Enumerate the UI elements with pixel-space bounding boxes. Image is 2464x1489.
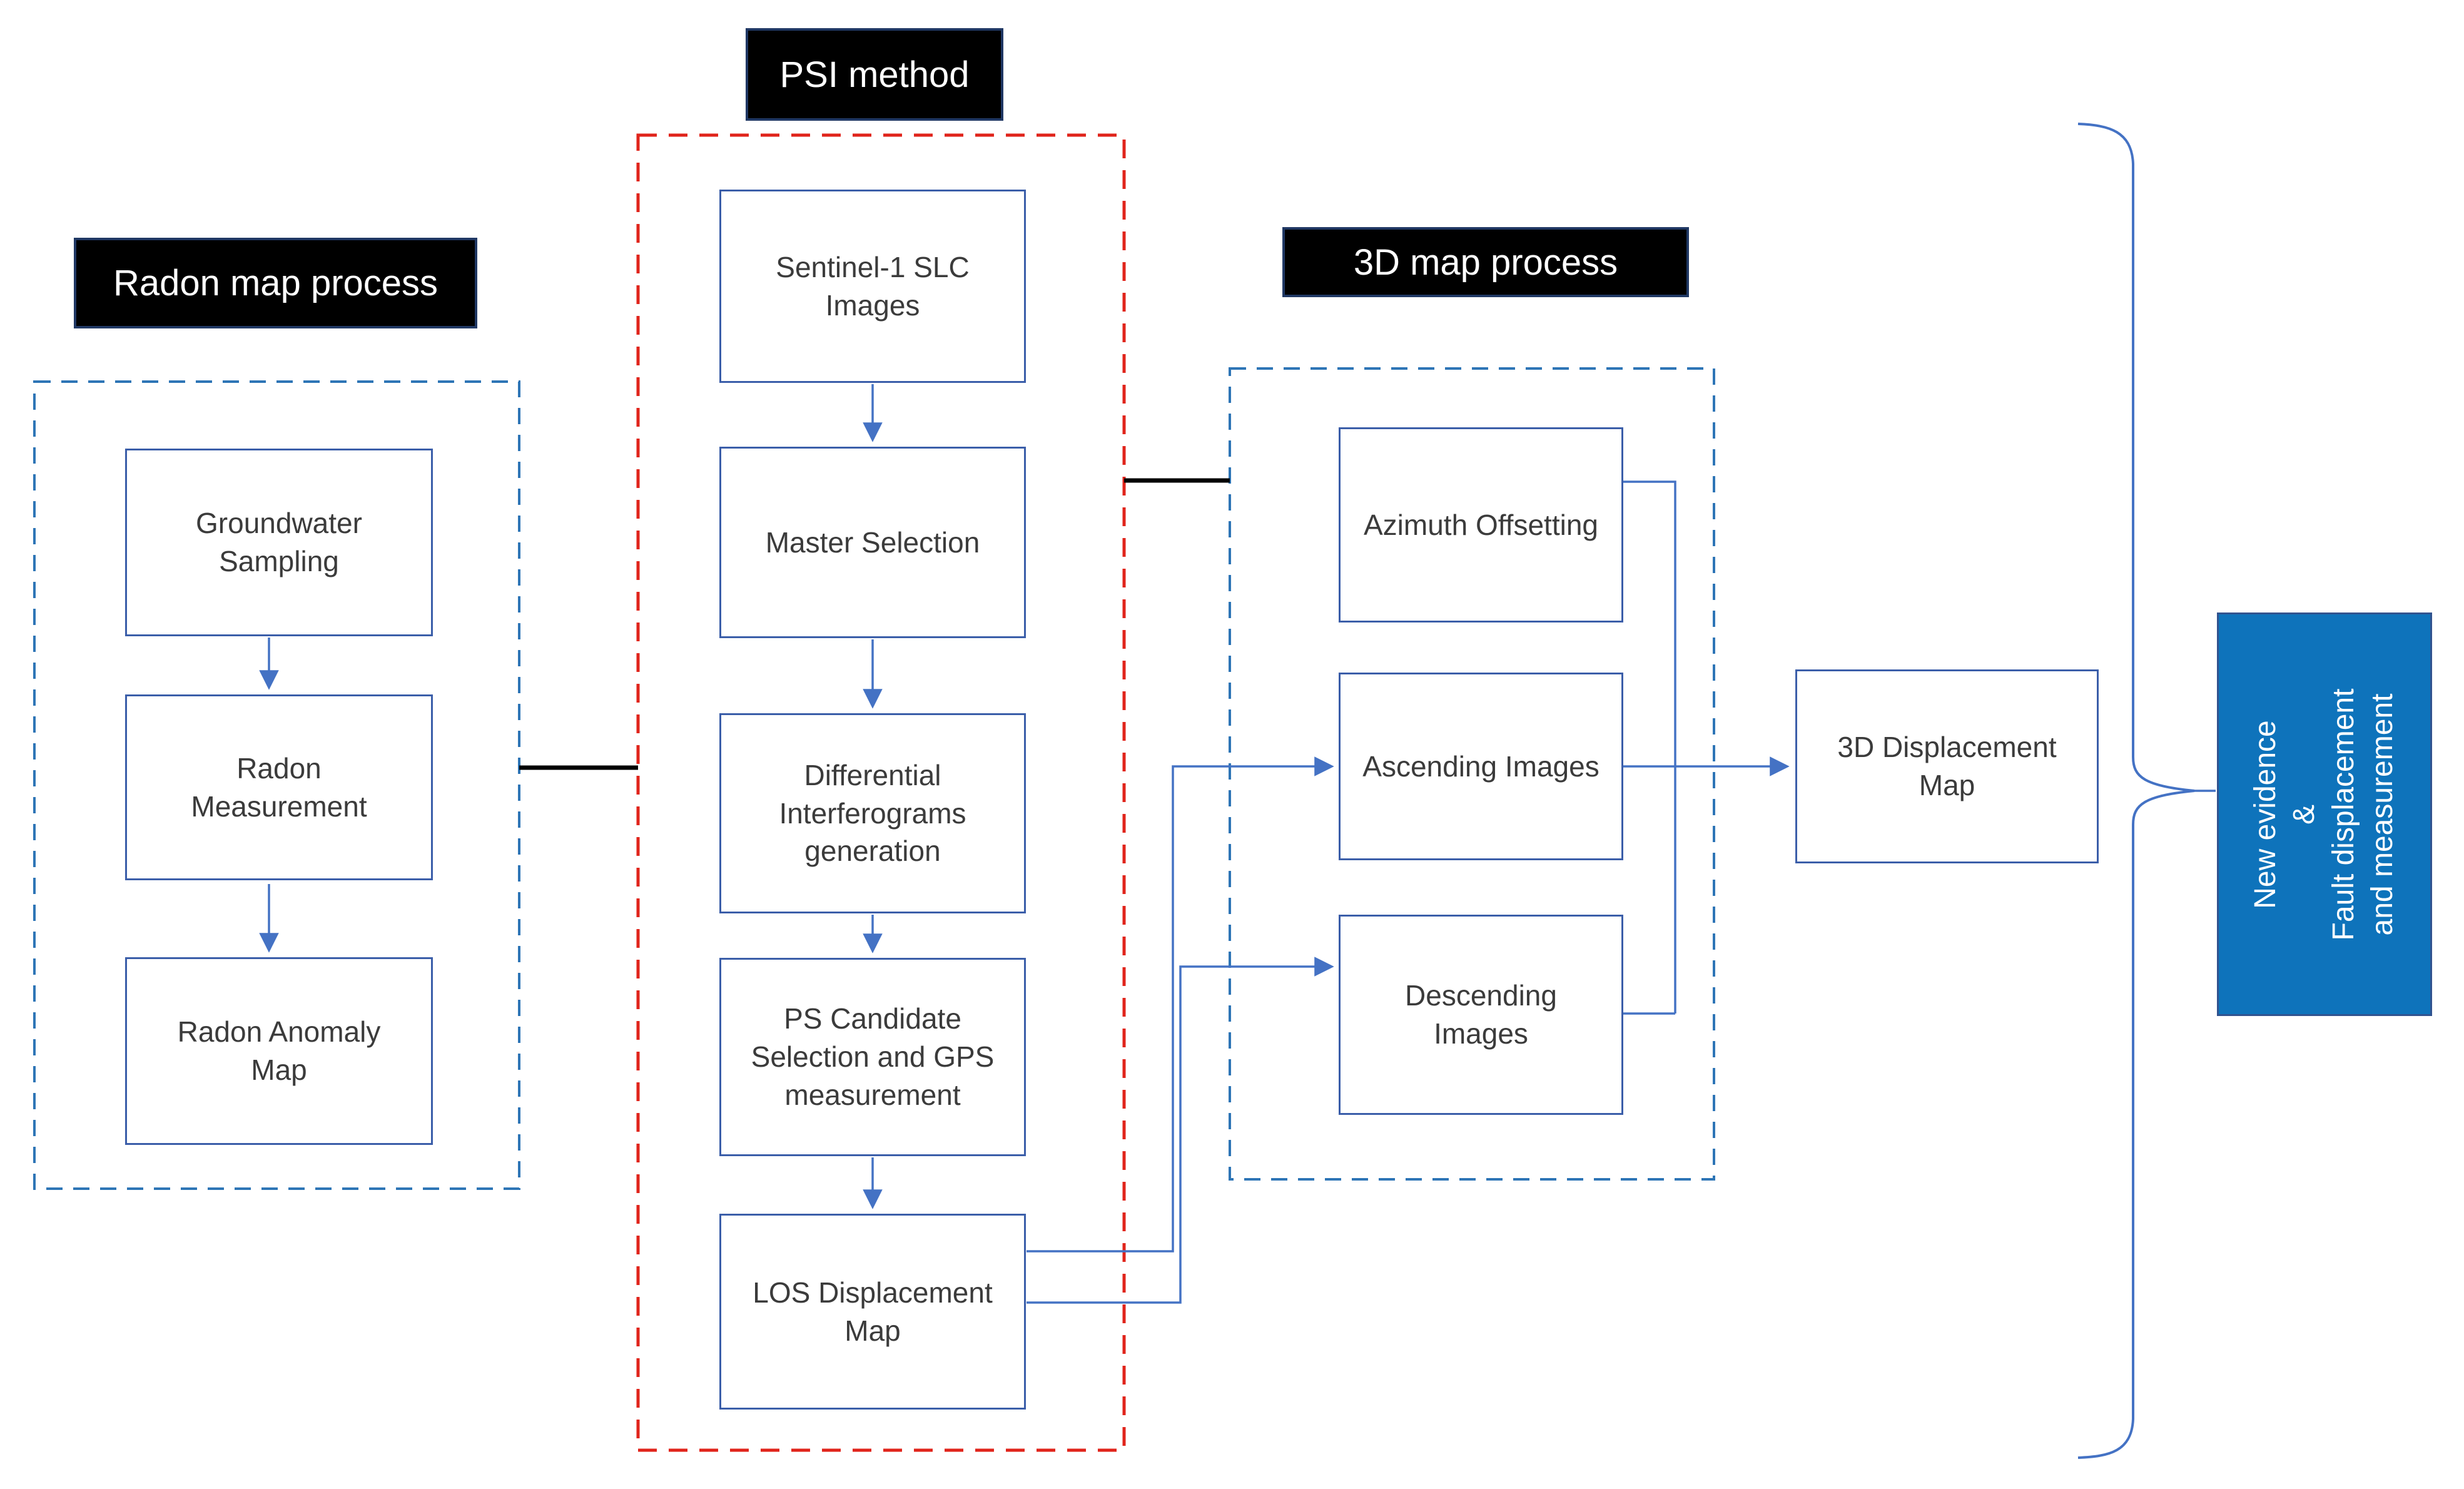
connector-los-to-descending (1027, 957, 1334, 1304)
node-master-selection: Master Selection (719, 447, 1026, 638)
node-descending-images-label: Descending Images (1405, 979, 1557, 1050)
node-differential-interferograms: Differential Interferograms generation (719, 713, 1026, 913)
connector-azimuth-to-merge (1623, 480, 1676, 1014)
radon-group-dashed-border (33, 380, 520, 1190)
result-box-label: New evidence & Fault displacement and me… (2249, 688, 2400, 940)
node-3d-displacement-map: 3D Displacement Map (1795, 669, 2099, 863)
node-radon-measurement-label: Radon Measurement (191, 751, 367, 823)
node-los-displacement-map: LOS Displacement Map (719, 1214, 1026, 1410)
connector-los-to-ascending (1027, 756, 1334, 1253)
node-master-selection-label: Master Selection (765, 526, 980, 559)
node-ascending-images-label: Ascending Images (1362, 750, 1600, 783)
radon-group-title: Radon map process (113, 263, 439, 303)
node-ps-candidate-selection: PS Candidate Selection and GPS measureme… (719, 958, 1026, 1156)
node-ascending-images: Ascending Images (1339, 673, 1623, 860)
node-differential-interferograms-label: Differential Interferograms generation (779, 758, 966, 868)
map3d-group-dashed-border (1229, 367, 1715, 1181)
map3d-group-title: 3D map process (1353, 241, 1618, 283)
psi-group-title: PSI method (779, 54, 970, 95)
node-sentinel-slc-images: Sentinel-1 SLC Images (719, 190, 1026, 383)
node-azimuth-offsetting: Azimuth Offsetting (1339, 427, 1623, 623)
result-box: New evidence & Fault displacement and me… (2217, 612, 2432, 1016)
node-azimuth-offsetting-label: Azimuth Offsetting (1364, 508, 1598, 541)
node-groundwater-sampling-label: Groundwater Sampling (196, 507, 362, 577)
node-radon-measurement: Radon Measurement (125, 694, 433, 880)
node-los-displacement-map-label: LOS Displacement Map (753, 1276, 993, 1347)
node-descending-images: Descending Images (1339, 915, 1623, 1115)
node-groundwater-sampling: Groundwater Sampling (125, 449, 433, 636)
radon-group-header: Radon map process (74, 238, 477, 328)
node-ps-candidate-selection-label: PS Candidate Selection and GPS measureme… (751, 1002, 995, 1111)
node-radon-anomaly-map-label: Radon Anomaly Map (177, 1015, 381, 1086)
node-3d-displacement-map-label: 3D Displacement Map (1837, 731, 2057, 801)
node-radon-anomaly-map: Radon Anomaly Map (125, 957, 433, 1145)
node-sentinel-slc-images-label: Sentinel-1 SLC Images (776, 250, 970, 322)
psi-group-header: PSI method (746, 28, 1003, 121)
map3d-group-header: 3D map process (1282, 227, 1689, 297)
psi-group-dashed-border (636, 133, 1126, 1452)
